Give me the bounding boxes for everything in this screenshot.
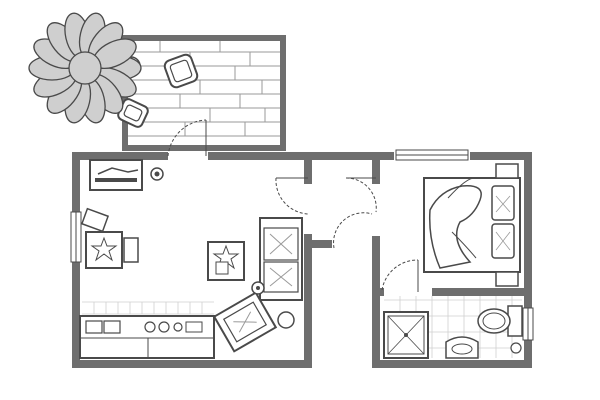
dining-table bbox=[80, 207, 139, 269]
washbasin bbox=[445, 336, 479, 359]
toilet bbox=[477, 305, 523, 337]
floor-lamp bbox=[251, 281, 265, 295]
side-table bbox=[277, 311, 295, 329]
terrace bbox=[117, 35, 286, 151]
door-swing bbox=[345, 177, 377, 213]
appliance bbox=[185, 321, 203, 333]
shower bbox=[383, 311, 429, 359]
window bbox=[522, 307, 534, 341]
door-swing bbox=[167, 119, 207, 157]
sofa bbox=[259, 217, 303, 301]
armchair bbox=[212, 291, 278, 353]
chair bbox=[80, 207, 110, 233]
door-swing bbox=[275, 177, 309, 215]
patio-umbrella bbox=[28, 12, 142, 124]
kitchen-counter bbox=[79, 315, 215, 359]
umbrella-center bbox=[68, 51, 102, 85]
tv-stand bbox=[89, 159, 143, 191]
double-bed bbox=[423, 177, 521, 273]
sink bbox=[85, 320, 121, 334]
nightstand bbox=[495, 163, 519, 179]
door-swing bbox=[381, 259, 419, 292]
door-swing bbox=[333, 212, 373, 249]
window bbox=[395, 149, 469, 161]
terrace-outline bbox=[122, 35, 286, 151]
lounge-chair bbox=[163, 53, 199, 89]
floor-lamp bbox=[150, 167, 164, 181]
exterior-walls bbox=[72, 152, 532, 368]
coffee-table bbox=[207, 241, 245, 281]
kitchen-floor bbox=[82, 301, 214, 315]
nightstand bbox=[495, 271, 519, 287]
window bbox=[70, 211, 82, 263]
stove bbox=[144, 321, 183, 333]
pillow bbox=[491, 185, 515, 221]
chair bbox=[123, 237, 139, 263]
interior-walls bbox=[304, 152, 528, 368]
floor-drain bbox=[510, 342, 522, 354]
